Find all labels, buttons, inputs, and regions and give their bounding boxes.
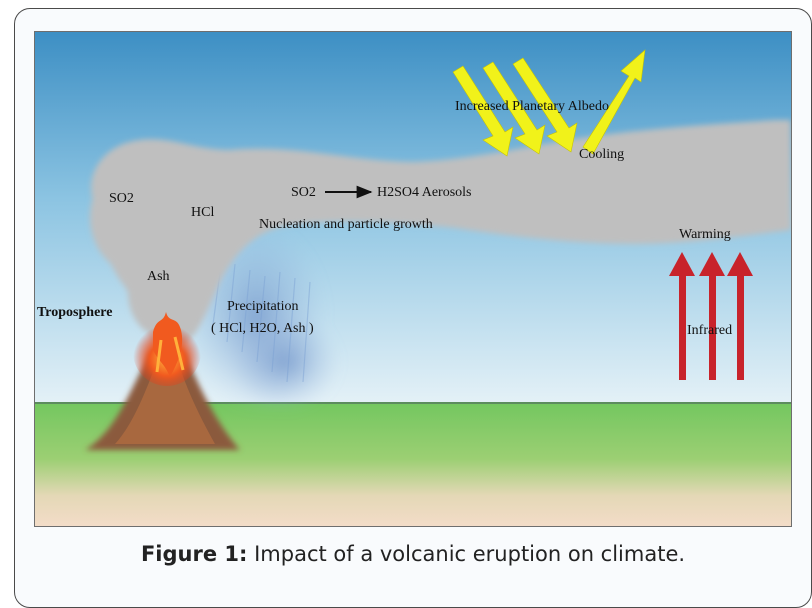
reflected-sunlight-arrow <box>582 49 646 155</box>
troposphere-label: Troposphere <box>37 305 112 320</box>
infrared-label: Infrared <box>687 323 732 338</box>
precipitation-detail-label: ( HCl, H2O, Ash ) <box>211 321 314 336</box>
figure-caption-text: Impact of a volcanic eruption on climate… <box>254 542 686 566</box>
incoming-sunlight-arrows <box>452 57 578 157</box>
figure-caption: Figure 1: Impact of a volcanic eruption … <box>14 542 812 566</box>
albedo-label: Increased Planetary Albedo <box>455 99 609 114</box>
so2-label: SO2 <box>109 191 134 206</box>
lava-flow <box>153 312 183 377</box>
volcano-climate-diagram: SO2 HCl Ash Troposphere SO2 H2SO4 Aeroso… <box>34 31 792 527</box>
precipitation-label: Precipitation <box>227 299 299 314</box>
hcl-label: HCl <box>191 205 214 220</box>
cooling-label: Cooling <box>579 147 624 162</box>
warming-label: Warming <box>679 227 731 242</box>
reaction-product-label: H2SO4 Aerosols <box>377 185 472 200</box>
figure-caption-label: Figure 1: <box>140 542 248 566</box>
volcano <box>85 312 240 450</box>
ash-label: Ash <box>147 269 170 284</box>
infrared-arrows <box>669 252 753 380</box>
reaction-so2-label: SO2 <box>291 185 316 200</box>
ash-plume <box>90 120 791 344</box>
nucleation-label: Nucleation and particle growth <box>259 217 433 232</box>
